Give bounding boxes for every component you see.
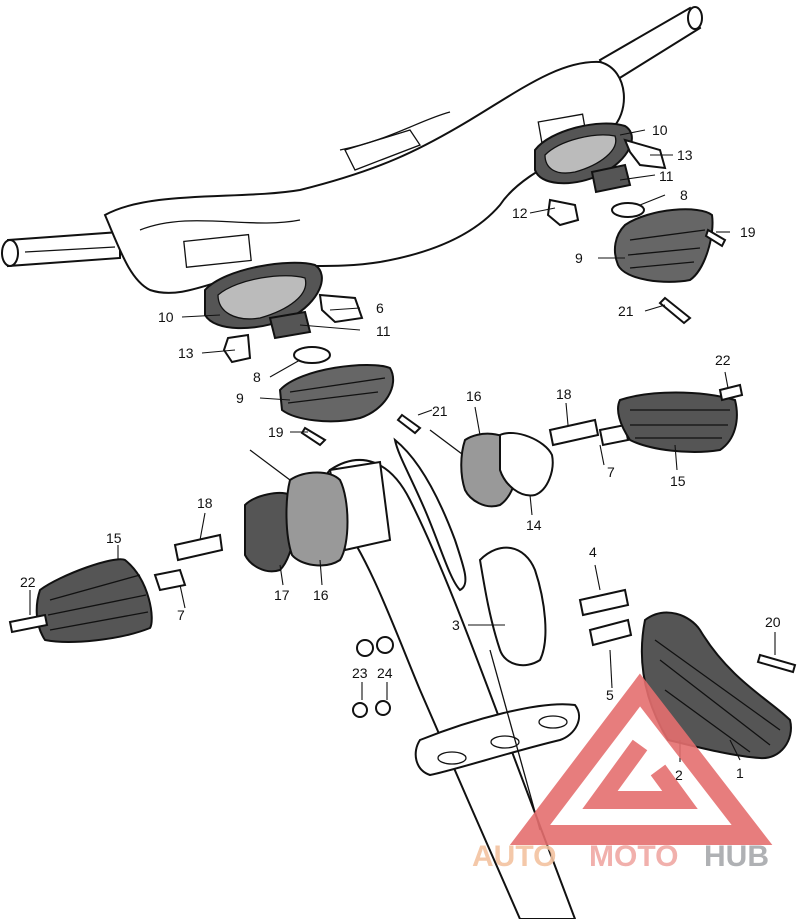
callout-2: 2: [675, 767, 683, 783]
callout-16b: 16: [313, 587, 329, 603]
callout-8b: 8: [680, 187, 688, 203]
watermark-text-hub: HUB: [704, 840, 769, 873]
leader-lines: [29, 129, 776, 762]
tail-light-assembly: [478, 546, 797, 760]
callout-14: 14: [526, 517, 542, 533]
callout-7a: 7: [177, 607, 185, 623]
callout-9b: 9: [575, 250, 583, 266]
callout-15b: 15: [670, 473, 686, 489]
callout-19a: 19: [268, 424, 284, 440]
license-plate-bracket: [328, 460, 580, 831]
callout-18a: 18: [197, 495, 213, 511]
callout-22b: 22: [715, 352, 731, 368]
callout-22a: 22: [20, 574, 36, 590]
callout-1: 1: [736, 765, 744, 781]
rear-fender: [249, 429, 577, 920]
callout-9a: 9: [236, 390, 244, 406]
rear-right-signal-assembly: [460, 383, 744, 508]
watermark-text-moto: MOTO: [589, 840, 678, 873]
callout-6: 6: [376, 300, 384, 316]
callout-23: 23: [352, 665, 368, 681]
callout-21b: 21: [432, 403, 448, 419]
callout-18b: 18: [556, 386, 572, 402]
callout-11a: 11: [376, 323, 391, 339]
callout-20: 20: [765, 614, 781, 630]
handlebar: [1, 6, 703, 268]
nuts-washers: [352, 636, 394, 718]
callout-10a: 10: [158, 309, 174, 325]
callout-8a: 8: [253, 369, 261, 385]
front-left-signal-assembly: [204, 261, 422, 447]
callout-5: 5: [606, 687, 614, 703]
callout-17: 17: [274, 587, 290, 603]
callout-16a: 16: [466, 388, 482, 404]
watermark-triangle: [509, 673, 773, 845]
callout-19b: 19: [740, 224, 756, 240]
front-right-signal-assembly: [534, 122, 727, 325]
watermark-logo: AUTO MOTO HUB: [472, 673, 773, 873]
watermark-text-auto: AUTO: [472, 840, 556, 873]
callout-labels: 1 2 3 4 5 6 7 7 8 8 9 9 10 10 11 11 12 1…: [20, 122, 781, 783]
rear-left-signal-assembly: [8, 471, 349, 643]
callout-11b: 11: [659, 168, 674, 184]
callout-3: 3: [452, 617, 460, 633]
callout-4: 4: [589, 544, 597, 560]
callout-10b: 10: [652, 122, 668, 138]
callout-7b: 7: [607, 464, 615, 480]
callout-12: 12: [512, 205, 528, 221]
callout-13b: 13: [677, 147, 693, 163]
callout-15a: 15: [106, 530, 122, 546]
callout-24: 24: [377, 665, 393, 681]
callout-21a: 21: [618, 303, 634, 319]
callout-13a: 13: [178, 345, 194, 361]
